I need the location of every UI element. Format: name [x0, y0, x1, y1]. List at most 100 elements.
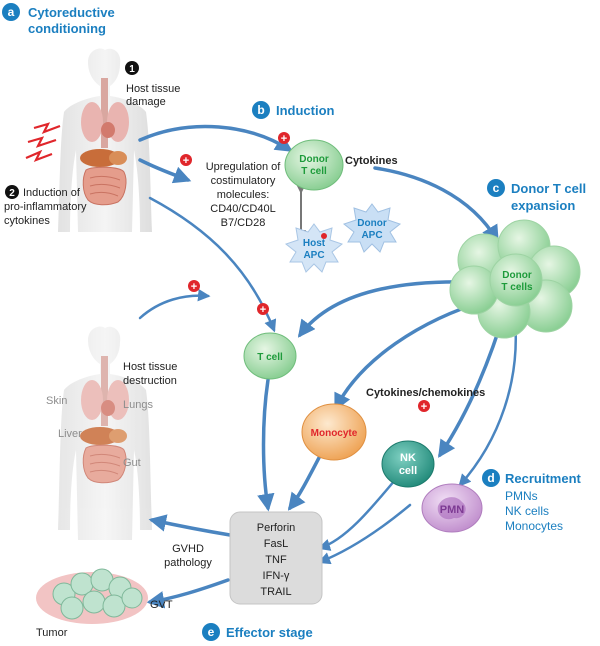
gvt-label: GVT	[150, 599, 173, 611]
donor-apc-label-1: Donor	[357, 218, 387, 229]
step-2-number: 2	[9, 188, 15, 199]
intestine-icon	[82, 166, 127, 206]
host-body-upper	[58, 48, 152, 232]
host-destruction-line1: Host tissue	[123, 361, 177, 373]
svg-text:CD40/CD40L: CD40/CD40L	[210, 203, 275, 215]
radiation-icon	[25, 122, 61, 163]
step-1-number: 1	[129, 64, 135, 75]
svg-text:+: +	[191, 281, 197, 293]
plus-icon	[418, 400, 430, 412]
arrow-monocyte-to-effectors	[287, 450, 324, 511]
arrow-body-to-donor-t	[138, 124, 293, 152]
step-1-line1: Host tissue	[126, 83, 180, 95]
plus-markers	[180, 132, 430, 412]
skin-label: Skin	[46, 395, 67, 407]
section-b-letter: b	[257, 103, 264, 117]
gvhd-label-2: pathology	[164, 557, 212, 569]
recruitment-item-nk-cells: NK cells	[505, 504, 549, 518]
t-cell	[243, 332, 297, 380]
section-c-letter: c	[493, 181, 500, 195]
effector-list: Perforin FasL TNF IFN-γ TRAIL	[257, 522, 296, 598]
section-a-badge	[2, 3, 20, 21]
section-a-title-2: conditioning	[28, 21, 106, 36]
arrow-t-cell-to-effectors	[257, 378, 275, 512]
gvhd-label-1: GVHD	[172, 543, 204, 555]
arrow-body-to-t-cell	[138, 288, 211, 320]
svg-text:+: +	[421, 401, 427, 413]
svg-text:B7/CD28: B7/CD28	[221, 217, 266, 229]
arrow-pmn-to-effectors	[317, 503, 412, 565]
section-c-title-1: Donor T cell	[511, 181, 586, 196]
step-2-line2: pro-inflammatory	[4, 201, 87, 213]
svg-text:IFN-γ: IFN-γ	[263, 570, 290, 582]
recruitment-item-pmns: PMNs	[505, 489, 538, 503]
arrow-to-upregulation	[138, 158, 192, 184]
plus-icon	[180, 154, 192, 166]
esophagus-icon	[101, 78, 108, 148]
heart-icon	[101, 122, 115, 138]
pmn-label: PMN	[440, 504, 465, 516]
host-body-lower	[58, 326, 152, 540]
plus-icon	[257, 303, 269, 315]
host-apc-label-1: Host	[303, 238, 326, 249]
section-a-letter: a	[8, 5, 15, 19]
step-2-line3: cytokines	[4, 215, 50, 227]
monocyte-label: Monocyte	[311, 428, 358, 439]
step-1-line2: damage	[126, 96, 166, 108]
svg-text:FasL: FasL	[264, 538, 288, 550]
svg-text:molecules:: molecules:	[217, 189, 270, 201]
upregulation-text: Upregulation of costimulatory molecules:…	[206, 161, 282, 229]
section-b-title: Induction	[276, 103, 335, 118]
svg-text:+: +	[281, 133, 287, 145]
donor-t-cells-label-2: T cells	[501, 282, 533, 293]
plus-icon	[188, 280, 200, 292]
pmn	[421, 483, 483, 533]
step-2-badge	[5, 185, 19, 199]
nk-cell	[381, 440, 435, 488]
donor-t-cell-label-1: Donor	[299, 154, 329, 165]
donor-t-cells-label-1: Donor	[502, 270, 532, 281]
svg-text:+: +	[183, 155, 189, 167]
svg-text:Perforin: Perforin	[257, 522, 296, 534]
arrow-expansion-to-pmn	[458, 318, 517, 487]
donor-apc-label-2: APC	[361, 230, 382, 241]
donor-t-cell-label-2: T cell	[301, 166, 327, 177]
nk-cell-label-2: cell	[399, 465, 417, 477]
svg-text:costimulatory: costimulatory	[211, 175, 276, 187]
stomach-icon	[109, 151, 127, 165]
svg-text:Upregulation of: Upregulation of	[206, 161, 282, 173]
cytokines-chemokines-label: Cytokines/chemokines	[366, 387, 485, 399]
plus-icon	[278, 132, 290, 144]
host-apc	[284, 223, 344, 273]
svg-text:+: +	[260, 304, 266, 316]
t-cell-label: T cell	[257, 352, 283, 363]
arrow-expansion-to-t-cell	[297, 280, 472, 338]
section-c-title-2: expansion	[511, 198, 575, 213]
section-b-badge	[252, 101, 270, 119]
recruitment-item-monocytes: Monocytes	[505, 519, 563, 533]
host-destruction-line2: destruction	[123, 375, 177, 387]
nk-cell-label-1: NK	[400, 452, 416, 464]
liver-icon	[80, 149, 120, 167]
arrow-effectors-to-tumor	[146, 578, 230, 609]
section-e-letter: e	[208, 625, 215, 639]
donor-apc	[342, 203, 402, 253]
arrow-nk-to-effectors	[317, 478, 397, 551]
cytokines-label: Cytokines	[345, 155, 398, 167]
effector-box	[229, 511, 323, 605]
arrow-donor-t-to-expansion	[373, 166, 499, 244]
section-d-title: Recruitment	[505, 471, 582, 486]
svg-text:TRAIL: TRAIL	[260, 586, 291, 598]
lung-left-icon	[81, 102, 103, 142]
section-e-badge	[202, 623, 220, 641]
step-2-line1: Induction of	[23, 187, 81, 199]
section-d-letter: d	[487, 471, 494, 485]
section-c-badge	[487, 179, 505, 197]
section-d-badge	[482, 469, 500, 487]
gut-label: Gut	[123, 457, 141, 469]
monocyte	[301, 403, 367, 461]
tumor-label: Tumor	[36, 627, 68, 639]
section-e-title: Effector stage	[226, 625, 313, 640]
